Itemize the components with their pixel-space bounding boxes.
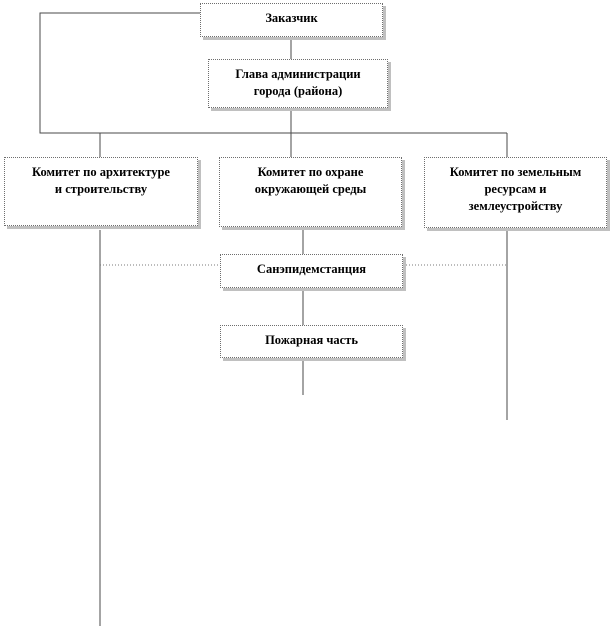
architecture-line-1: Комитет по архитектуре bbox=[32, 165, 170, 179]
land-line-2: ресурсам и bbox=[484, 182, 547, 196]
sanitary-station-box: Санэпидемстанция bbox=[220, 254, 403, 288]
connector-top-frame bbox=[39, 12, 507, 134]
customer-label: Заказчик bbox=[265, 11, 318, 25]
architecture-line-2: и строительству bbox=[54, 182, 148, 196]
land-line-3: землеустройству bbox=[468, 199, 563, 213]
sanitary-label: Санэпидемстанция bbox=[256, 262, 367, 276]
architecture-committee-box: Комитет по архитектуре и строительству bbox=[4, 157, 198, 226]
fire-label: Пожарная часть bbox=[265, 333, 358, 347]
environment-line-2: окружающей среды bbox=[254, 182, 367, 196]
land-line-1: Комитет по земельным bbox=[449, 165, 582, 179]
head-line-2: города (района) bbox=[253, 84, 343, 98]
head-line-1: Глава администрации bbox=[235, 67, 361, 81]
land-committee-box: Комитет по земельным ресурсам и землеуст… bbox=[424, 157, 607, 228]
fire-department-box: Пожарная часть bbox=[220, 325, 403, 358]
customer-box: Заказчик bbox=[200, 3, 383, 37]
environment-committee-box: Комитет по охране окружающей среды bbox=[219, 157, 402, 227]
environment-line-1: Комитет по охране bbox=[257, 165, 364, 179]
head-of-administration-box: Глава администрации города (района) bbox=[208, 59, 388, 108]
